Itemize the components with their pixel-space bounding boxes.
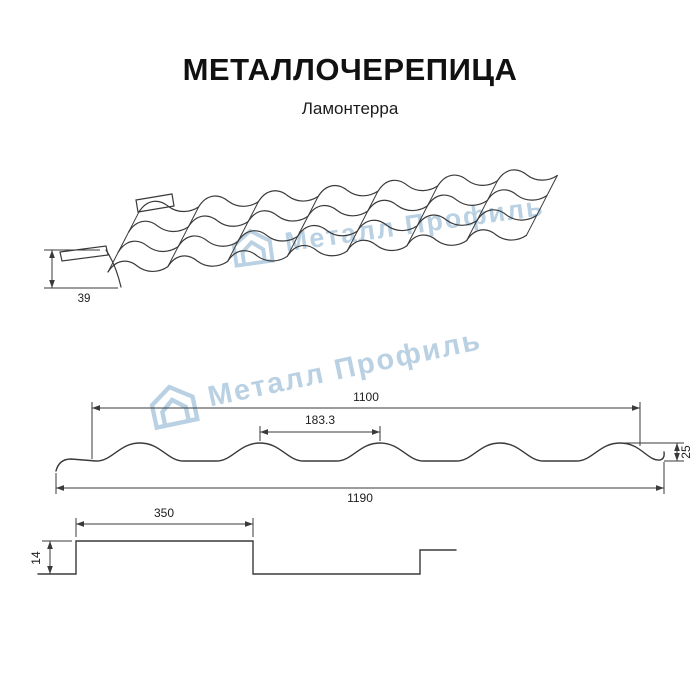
dim-label-39: 39 (78, 293, 91, 305)
dim-label-25: 25 (679, 445, 693, 459)
dimension-39 (44, 249, 118, 289)
page-subtitle: Ламонтерра (301, 99, 399, 118)
dimension-183-3 (259, 426, 381, 441)
page-title: МЕТАЛЛОЧЕРЕПИЦА (182, 52, 518, 87)
dim-label-183-3: 183.3 (305, 413, 335, 427)
metall-profil-logo-icon (231, 228, 275, 268)
dimension-1190 (55, 462, 665, 494)
dimension-14 (42, 540, 72, 574)
cross-section-profile (55, 442, 665, 472)
dim-label-1190: 1190 (347, 491, 373, 505)
perspective-view (59, 169, 558, 288)
longitudinal-step-profile (37, 540, 457, 575)
dimension-350 (75, 518, 254, 537)
dimension-1100 (91, 402, 641, 459)
dim-label-14: 14 (29, 551, 43, 565)
dim-label-1100: 1100 (353, 390, 379, 404)
dimension-25 (620, 442, 684, 462)
dim-label-350: 350 (154, 506, 174, 520)
watermark-top: Металл Профиль (229, 186, 547, 270)
